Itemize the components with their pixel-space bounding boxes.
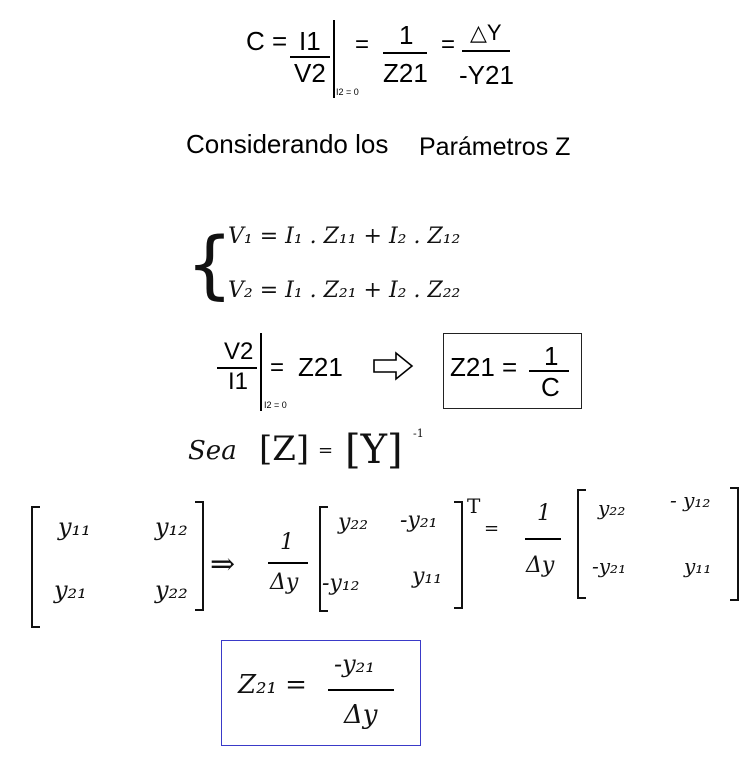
matrix-cell: y₂₂ (155, 576, 188, 604)
bracket-left-icon (31, 506, 40, 628)
fraction-numerator: -y₂₁ (334, 650, 375, 678)
system-equation-2: V₂ = I₁ . Z₂₁ + I₂ . Z₂₂ (228, 278, 461, 303)
matrix-cell: -y₂₁ (592, 554, 627, 578)
c-equals: C = (246, 26, 288, 56)
z21-equals: Z₂₁ = (238, 670, 307, 700)
result-box-z21 (443, 333, 582, 409)
matrix-cell: - y₁₂ (670, 488, 711, 512)
matrix-cell: -y₂₁ (400, 508, 438, 533)
matrix-cell: y₂₂ (338, 510, 369, 535)
matrix-cell: y₁₁ (684, 554, 712, 578)
sea-word: Sea (188, 436, 237, 466)
fraction-bar (217, 367, 257, 369)
evaluation-bar (333, 20, 335, 98)
fraction-bar (525, 538, 561, 540)
fraction-numerator: 1 (544, 341, 559, 371)
fraction-bar (383, 52, 427, 54)
matrix-cell: y₁₁ (58, 513, 91, 541)
result-box (221, 640, 421, 746)
equals-sign: = (318, 440, 334, 461)
transpose-exponent: T (467, 494, 481, 518)
bracket-left-icon (319, 506, 328, 612)
fraction-denominator: Δy (526, 553, 555, 578)
matrix-cell: y₂₁ (54, 576, 87, 604)
fraction-numerator: V2 (224, 338, 254, 365)
y-matrix: [Y] (345, 427, 403, 473)
bracket-right-icon (730, 487, 739, 601)
fraction-denominator: Δy (344, 700, 378, 730)
implies-arrow-icon (373, 351, 414, 381)
fraction-bar (290, 56, 330, 58)
inverse-exponent: -1 (413, 427, 424, 440)
fraction-bar (268, 562, 308, 564)
matrix-cell: y₁₂ (155, 513, 188, 541)
fraction-numerator: I1 (299, 26, 321, 56)
equals-sign: = (484, 518, 500, 539)
fraction-numerator: 1 (399, 20, 414, 50)
equals-sign: = (441, 31, 456, 58)
fraction-bar (529, 370, 569, 372)
bracket-left-icon (577, 489, 586, 599)
matrix-cell: y₂₂ (598, 496, 626, 520)
implies-symbol: ⇒ (210, 547, 236, 582)
fraction-denominator: V2 (294, 58, 326, 88)
evaluation-condition: I2 = 0 (336, 87, 359, 97)
fraction-denominator: Z21 (383, 58, 428, 88)
fraction-numerator: 1 (280, 530, 294, 555)
equals-sign: = (270, 354, 285, 381)
fraction-denominator: -Y21 (459, 60, 514, 90)
fraction-bar (462, 50, 510, 52)
fraction-numerator: △Y (470, 20, 502, 45)
fraction-denominator: C (541, 372, 560, 402)
z21-label: Z21 (298, 352, 343, 382)
system-equation-1: V₁ = I₁ . Z₁₁ + I₂ . Z₁₂ (228, 224, 461, 249)
bracket-right-icon (454, 501, 463, 609)
matrix-cell: y₁₁ (412, 564, 443, 589)
curly-brace: { (186, 222, 234, 308)
fraction-denominator: I1 (228, 368, 249, 395)
evaluation-bar (260, 333, 262, 411)
equals-sign: = (355, 31, 370, 58)
heading-text: Parámetros Z (419, 133, 571, 161)
fraction-denominator: Δy (270, 570, 299, 595)
matrix-cell: -y₁₂ (322, 571, 360, 596)
bracket-right-icon (195, 501, 204, 611)
evaluation-condition: I2 = 0 (264, 400, 287, 410)
fraction-numerator: 1 (537, 501, 551, 526)
fraction-bar (328, 689, 394, 691)
z-matrix: [Z] (259, 429, 310, 469)
z21-equals: Z21 = (450, 352, 518, 382)
heading-text: Considerando los (186, 129, 389, 159)
